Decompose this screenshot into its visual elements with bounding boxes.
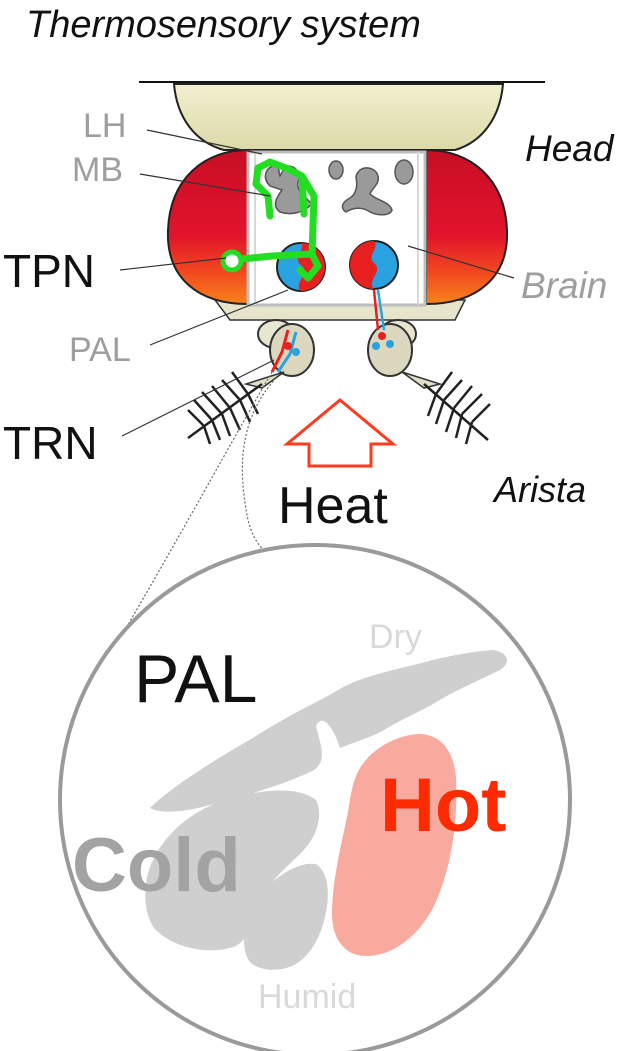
right-antenna [367,289,443,389]
humid-region [244,863,328,970]
leader-trn [121,359,275,437]
pal-label: PAL [69,331,131,369]
mushroom-body-right [341,167,393,216]
left-antenna [243,319,315,389]
heat-arrow [282,398,398,468]
tpn-label: TPN [3,245,95,297]
arista-label: Arista [494,469,587,510]
lateral-horn-right [394,159,414,185]
inset-humid-label: Humid [258,978,357,1016]
left-arista [187,371,263,445]
trn-label: TRN [3,417,98,469]
tpn-neuron [228,158,322,282]
heat-label: Heat [278,477,388,535]
figure-title: Thermosensory system [26,4,421,46]
calyx-right [328,160,344,180]
dry-region [150,650,507,812]
antennal-lobe-right [349,240,399,290]
hot-region [332,734,457,956]
inset-pal-title: PAL [134,641,258,717]
leader-tpn [119,257,227,271]
lh-label: LH [83,107,127,145]
head-label: Head [525,128,614,169]
leader-mb [139,173,271,197]
leader-pal [149,289,289,346]
leader-lh [146,129,263,155]
zoom-line-right [241,377,299,569]
inset-hot-label: Hot [380,763,507,848]
cold-region [145,790,320,951]
mb-label: MB [72,151,123,189]
inset-dry-label: Dry [369,618,422,656]
head-cap [172,83,505,151]
left-eye [166,148,249,306]
brain-label: Brain [521,265,608,306]
leader-brain [407,245,515,279]
right-arista [423,371,491,445]
inset-cold-label: Cold [72,823,241,908]
right-eye [425,148,509,306]
tpn-cell-body [220,249,244,273]
